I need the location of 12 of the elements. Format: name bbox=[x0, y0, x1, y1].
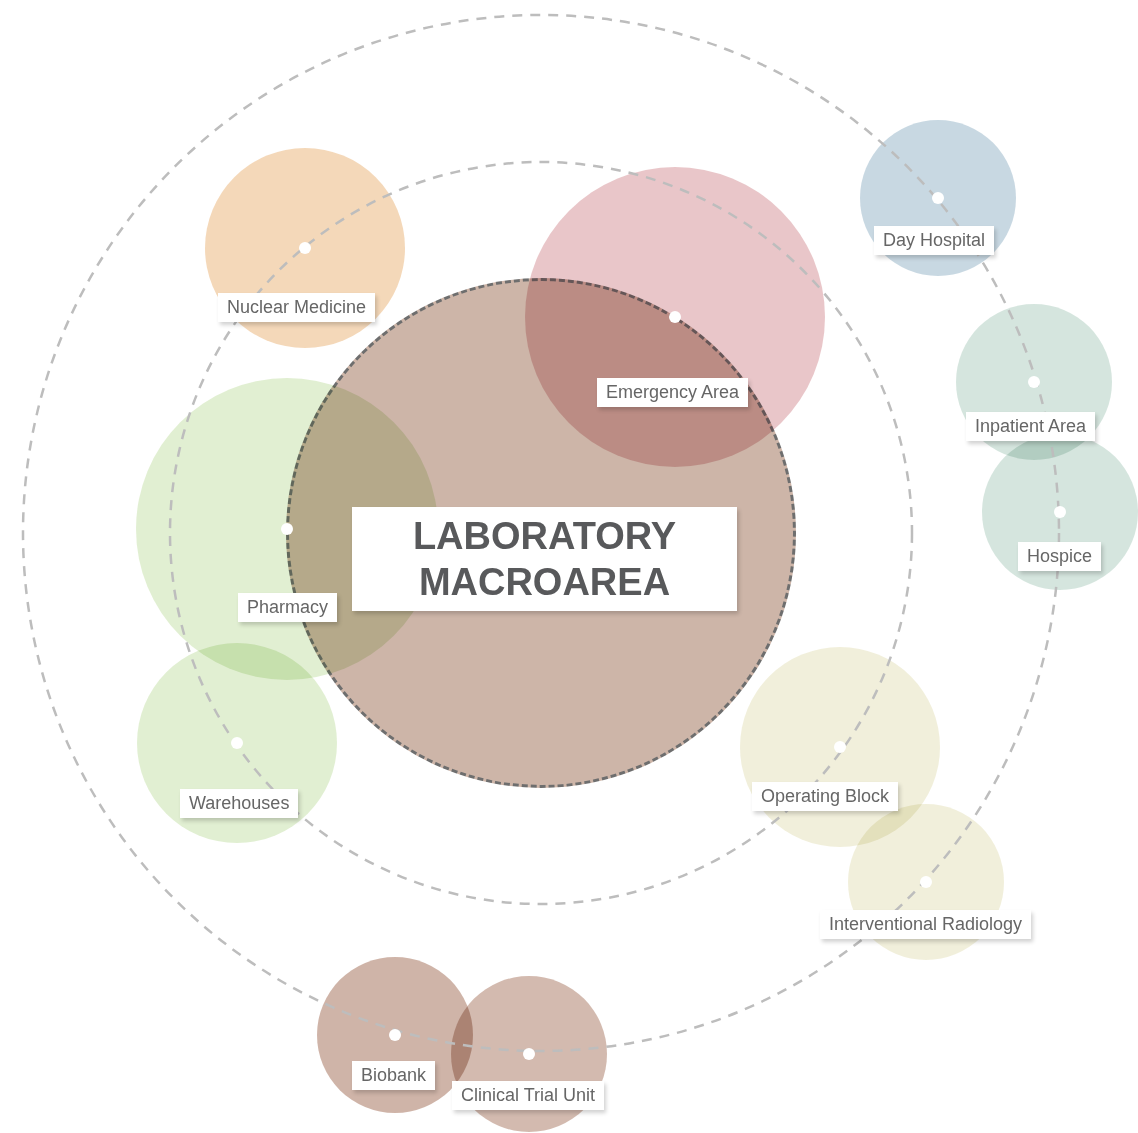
area-label: Nuclear Medicine bbox=[218, 293, 376, 322]
area-label: Clinical Trial Unit bbox=[452, 1081, 605, 1110]
area-label: Inpatient Area bbox=[966, 412, 1096, 441]
area-label: Warehouses bbox=[180, 789, 299, 818]
area-label: Operating Block bbox=[752, 782, 899, 811]
title-label: LABORATORY MACROAREA bbox=[352, 507, 737, 611]
area-label: Pharmacy bbox=[238, 593, 338, 622]
area-label: Biobank bbox=[352, 1061, 436, 1090]
area-label: Day Hospital bbox=[874, 226, 995, 255]
area-label: Hospice bbox=[1018, 542, 1102, 571]
area-label: Emergency Area bbox=[597, 378, 749, 407]
area-label: Interventional Radiology bbox=[820, 910, 1032, 939]
